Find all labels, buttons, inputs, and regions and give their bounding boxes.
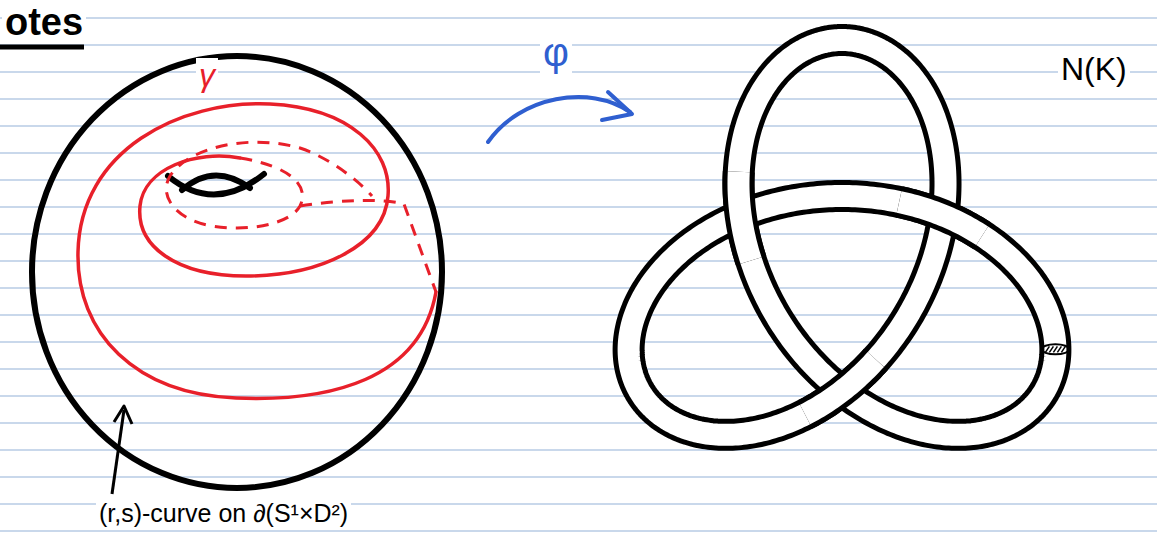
knot-tube-fill — [738, 172, 751, 261]
knot-tube-fill — [899, 202, 982, 236]
ruling-line — [0, 44, 1157, 45]
meridian-hatch — [1061, 346, 1065, 352]
torus-curve-hidden — [166, 142, 372, 228]
meridian-hatch — [1049, 346, 1053, 352]
knot-tube-outline — [738, 172, 751, 261]
torus-hole — [168, 174, 264, 195]
ruling-line — [0, 341, 1157, 342]
heading-underline — [0, 45, 84, 50]
neighborhood-label: N(K) — [1058, 52, 1130, 87]
map-label: φ — [540, 30, 572, 74]
ruling-line — [0, 395, 1157, 396]
ruling-line — [0, 287, 1157, 288]
ruling-line — [0, 206, 1157, 207]
knot-tube-outline — [805, 360, 876, 415]
knot-tube-fill — [629, 40, 1056, 435]
ruling-line — [0, 71, 1157, 72]
curve-caption: (r,s)-curve on ∂(S¹×D²) — [96, 500, 351, 528]
torus-curve — [78, 104, 436, 399]
knot-tube-fill — [805, 360, 876, 415]
ruling-line — [0, 152, 1157, 153]
ruling-line — [0, 17, 1157, 18]
ruling-line — [0, 530, 1157, 531]
torus-hole — [182, 175, 250, 190]
knot-tube-outline — [629, 40, 1056, 435]
torus-outline — [32, 56, 442, 488]
torus-curve-hidden — [300, 200, 436, 292]
meridian-hatch — [1057, 346, 1061, 352]
leader-arrow — [114, 406, 132, 424]
curve-label: γ — [196, 58, 218, 93]
ruling-line — [0, 368, 1157, 369]
map-arrow — [602, 92, 632, 120]
leader-arrow — [112, 410, 124, 494]
ruling-line — [0, 125, 1157, 126]
meridian-disk — [1041, 344, 1069, 354]
meridian-hatch — [1045, 346, 1049, 352]
ruling-line — [0, 449, 1157, 450]
page-heading: otes — [2, 2, 86, 44]
knot-tube-outline — [899, 202, 982, 236]
meridian-hatch — [1053, 346, 1057, 352]
ruling-line — [0, 314, 1157, 315]
